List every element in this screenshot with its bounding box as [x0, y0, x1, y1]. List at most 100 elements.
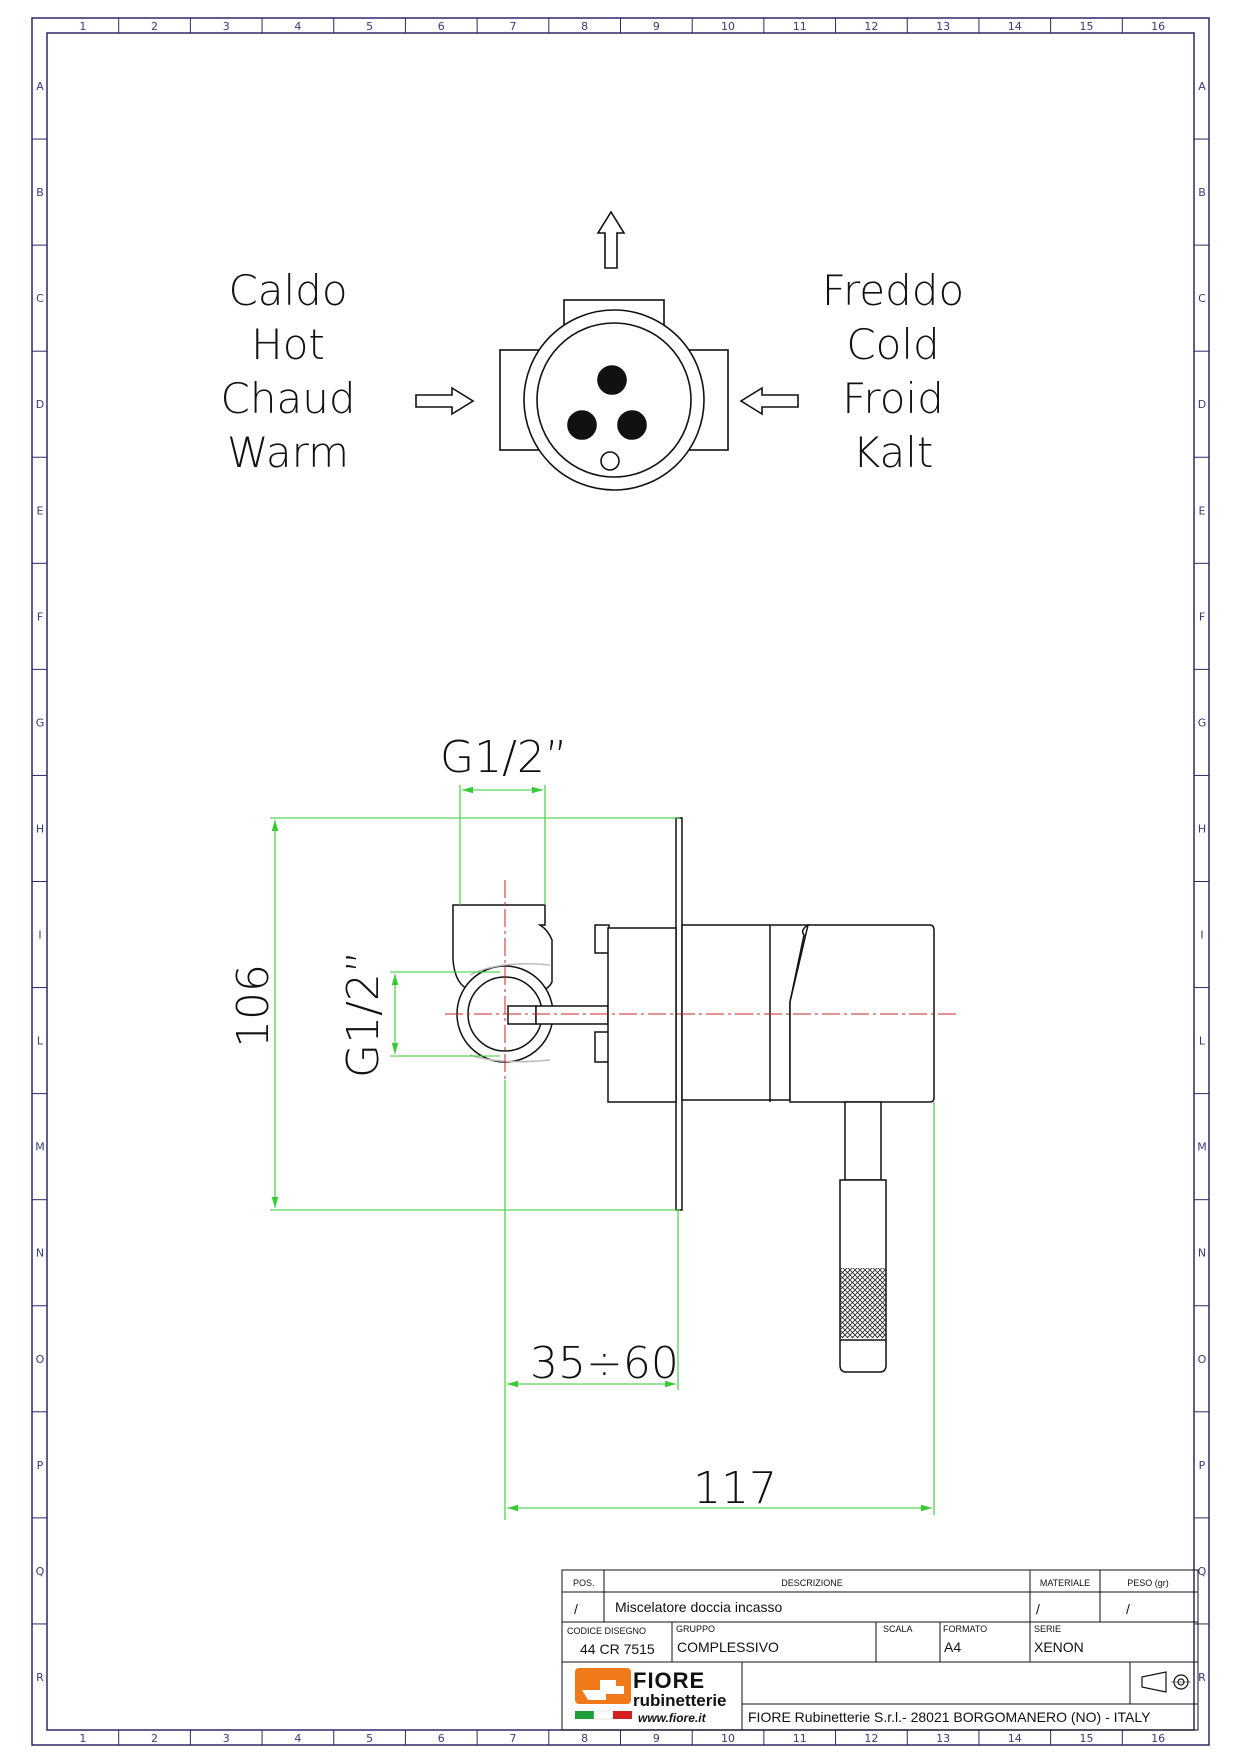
grid-row-label: L: [1199, 1035, 1206, 1048]
materiale-value: /: [1036, 1601, 1040, 1617]
grid-col-label: 9: [653, 1732, 660, 1745]
grid-row-label: D: [36, 398, 44, 411]
grid-col-label: 15: [1079, 1732, 1093, 1745]
grid-col-label: 1: [79, 20, 86, 33]
dim-height: 106: [228, 964, 279, 1048]
logo-line2: rubinetterie: [633, 1691, 727, 1710]
logo-web: www.fiore.it: [638, 1711, 707, 1725]
grid-row-label: M: [1197, 1141, 1207, 1154]
grid-col-label: 14: [1008, 20, 1022, 33]
formato-value: A4: [944, 1639, 961, 1655]
grid-col-label: 11: [793, 20, 807, 33]
grid-row-label: Q: [1198, 1565, 1207, 1578]
formato-header: FORMATO: [943, 1624, 987, 1634]
label-caldo: Caldo: [228, 266, 347, 315]
serie-header: SERIE: [1034, 1624, 1061, 1634]
serie-value: XENON: [1034, 1639, 1084, 1655]
centerlines: [445, 880, 960, 1085]
grid-row-label: L: [37, 1035, 44, 1048]
grid-col-label: 5: [366, 20, 373, 33]
grid-col-label: 13: [936, 20, 950, 33]
grid-row-label: I: [1200, 929, 1203, 942]
grid-row-label: G: [36, 716, 45, 729]
grid-row-label: N: [1198, 1247, 1206, 1260]
label-kalt: Kalt: [853, 428, 934, 477]
grid-row-label: R: [1198, 1671, 1206, 1684]
grid-row-label: F: [1199, 610, 1205, 623]
grid-row-label: H: [1198, 822, 1206, 835]
dim-depth-range: 35÷60: [530, 1338, 679, 1389]
grid-col-label: 8: [581, 1732, 588, 1745]
pos-value: /: [574, 1601, 578, 1617]
grid-row-label: R: [36, 1671, 44, 1684]
materiale-header: MATERIALE: [1040, 1578, 1090, 1588]
label-froid: Froid: [842, 374, 943, 423]
descrizione-value: Miscelatore doccia incasso: [615, 1599, 783, 1615]
grid-row-label: A: [36, 80, 44, 93]
grid-col-label: 16: [1151, 20, 1165, 33]
grid-row-label: O: [1198, 1353, 1207, 1366]
grid-col-label: 13: [936, 1732, 950, 1745]
grid-row-label: A: [1198, 80, 1206, 93]
grid-col-label: 4: [294, 20, 301, 33]
logo-line1: FIORE: [633, 1668, 705, 1693]
side-view: [452, 817, 935, 1373]
cold-inlet-arrow-icon: [739, 386, 799, 416]
grid-col-label: 5: [366, 1732, 373, 1745]
grid-row-label: O: [36, 1353, 45, 1366]
grid-col-label: 7: [509, 20, 516, 33]
grid-col-label: 10: [721, 1732, 735, 1745]
grid-row-label: P: [1199, 1459, 1206, 1472]
codice-header: CODICE DISEGNO: [567, 1626, 646, 1636]
dimension-lines: [270, 785, 935, 1520]
grid-col-label: 14: [1008, 1732, 1022, 1745]
label-hot: Hot: [251, 320, 325, 369]
grid-row-label: H: [36, 822, 44, 835]
grid-col-label: 10: [721, 20, 735, 33]
scala-header: SCALA: [883, 1624, 913, 1634]
grid-row-label: E: [1199, 504, 1206, 517]
peso-header: PESO (gr): [1127, 1578, 1169, 1588]
projection-symbol-icon: [1141, 1671, 1191, 1693]
grid-col-label: 2: [151, 20, 158, 33]
grid-row-label: P: [37, 1459, 44, 1472]
grid-col-label: 6: [438, 20, 445, 33]
cold-labels: Freddo Cold Froid Kalt: [822, 266, 964, 477]
label-chaud: Chaud: [221, 374, 356, 423]
grid-labels: 1122334455667788991010111112121313141415…: [35, 20, 1207, 1745]
grid-row-label: I: [38, 929, 41, 942]
grid-col-label: 7: [509, 1732, 516, 1745]
outlet-arrow-icon: [596, 210, 626, 269]
label-warm: Warm: [227, 428, 349, 477]
gruppo-header: GRUPPO: [676, 1624, 715, 1634]
grid-col-label: 2: [151, 1732, 158, 1745]
grid-row-label: D: [1198, 398, 1206, 411]
grid-col-label: 3: [223, 1732, 230, 1745]
top-view: [415, 210, 799, 491]
knurled-grip: [840, 1268, 886, 1338]
grid-col-label: 4: [294, 1732, 301, 1745]
grid-row-label: C: [1198, 292, 1206, 305]
grid-row-label: M: [35, 1141, 45, 1154]
sheet-frame: [31, 17, 1210, 1746]
grid-row-label: E: [37, 504, 44, 517]
grid-ticks: [32, 18, 1209, 1745]
dim-side-thread: G1/2”: [338, 950, 389, 1078]
pos-header: POS.: [573, 1578, 595, 1588]
label-freddo: Freddo: [822, 266, 964, 315]
grid-col-label: 12: [864, 20, 878, 33]
title-block: [561, 1569, 1199, 1731]
grid-col-label: 3: [223, 20, 230, 33]
grid-row-label: B: [1198, 186, 1206, 199]
grid-col-label: 8: [581, 20, 588, 33]
grid-col-label: 6: [438, 1732, 445, 1745]
label-cold: Cold: [846, 320, 939, 369]
title-block-text: POS. DESCRIZIONE MATERIALE PESO (gr) / M…: [567, 1578, 1169, 1725]
grid-col-label: 15: [1079, 20, 1093, 33]
grid-row-label: G: [1198, 716, 1207, 729]
grid-row-label: C: [36, 292, 44, 305]
grid-col-label: 1: [79, 1732, 86, 1745]
grid-row-label: B: [36, 186, 44, 199]
grid-row-label: N: [36, 1247, 44, 1260]
